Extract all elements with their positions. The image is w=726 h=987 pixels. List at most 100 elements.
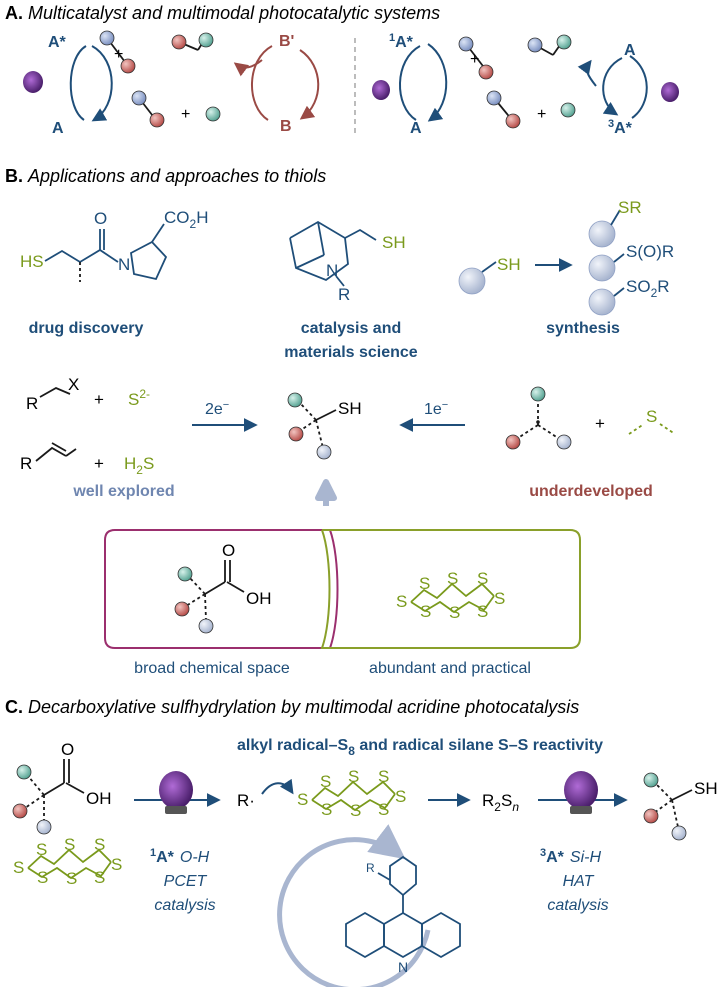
photocatalyst-lamp-icon xyxy=(564,771,598,809)
bond xyxy=(344,228,377,241)
stereo-bond xyxy=(204,593,207,621)
cycle-3-arc-right xyxy=(629,55,648,119)
red-sphere-icon xyxy=(12,803,28,819)
sor-label: S(O)R xyxy=(626,242,674,261)
label-a: A xyxy=(624,42,636,59)
underdeveloped-label: underdeveloped xyxy=(529,483,653,500)
acridine-ring-right xyxy=(421,911,461,959)
section-c-title: C. Decarboxylative sulfhydrylation by mu… xyxy=(5,697,579,717)
stereo-bond xyxy=(299,402,317,421)
gray-sphere-icon xyxy=(588,288,616,316)
s8-bonds xyxy=(27,861,112,880)
radical-dot xyxy=(536,420,540,424)
bond xyxy=(51,442,67,452)
cycle-arrow xyxy=(277,824,431,987)
plus-sign: + xyxy=(181,106,190,123)
s-label: S xyxy=(37,868,48,887)
red-sphere-icon xyxy=(505,113,521,129)
s8-bonds xyxy=(311,780,396,801)
s8-bonds xyxy=(410,582,495,603)
oh-label: OH xyxy=(86,789,112,808)
s-label: S xyxy=(297,790,308,809)
blue-sphere-icon xyxy=(131,90,147,106)
abundant-label: abundant and practical xyxy=(369,660,531,677)
gray-sphere-icon xyxy=(671,825,687,841)
sh-label: SH xyxy=(382,233,406,252)
thiol-routes: R X + S2- R + H2S 2e− SH 1e− xyxy=(20,375,676,506)
feedstock-boxes: O OH S S S S S S S S broad chemical spac… xyxy=(104,529,581,677)
cycle-arc-left xyxy=(69,45,87,121)
cycle-3-arc-left xyxy=(602,57,623,116)
o-label: O xyxy=(61,740,74,759)
s8-ring: S S S S S S S S xyxy=(396,569,505,622)
bond xyxy=(335,275,345,287)
bond xyxy=(151,223,165,243)
cycle-3-branch xyxy=(577,59,597,87)
s-label: S xyxy=(320,772,331,791)
well-explored-label: well explored xyxy=(72,483,174,500)
teal-sphere-icon xyxy=(287,392,303,408)
alkyl-radical-label: R· xyxy=(237,791,255,810)
s8-bonds xyxy=(410,595,495,614)
s-label: S xyxy=(449,603,460,622)
stereo-bond xyxy=(185,593,206,607)
teal-sphere-icon xyxy=(198,32,214,48)
s-label: S xyxy=(378,767,389,786)
radical-addition-arrow xyxy=(261,778,294,795)
pcet-label: PCET xyxy=(164,873,208,890)
s-label: S xyxy=(447,569,458,588)
plus-sign: + xyxy=(114,46,123,63)
cycle-arc-right xyxy=(427,43,448,122)
bond xyxy=(610,209,621,226)
section-c: C. Decarboxylative sulfhydrylation by mu… xyxy=(5,697,718,987)
cycle-b-arc-right xyxy=(299,49,320,120)
s-label: S xyxy=(36,840,47,859)
cycle-b-arc-left xyxy=(251,45,273,121)
bond xyxy=(65,782,85,794)
label-b: B xyxy=(280,118,292,135)
plus-sign: + xyxy=(94,390,104,409)
teal-sphere-icon xyxy=(205,106,221,122)
synthesis-label: synthesis xyxy=(546,320,620,337)
acridine-ring-center xyxy=(383,911,423,959)
bond xyxy=(295,254,325,269)
s-label: S xyxy=(64,835,75,854)
bridge-bond xyxy=(317,221,325,256)
captopril-structure: HS O N CO2H drug discovery xyxy=(20,208,208,337)
red-sphere-icon xyxy=(478,64,494,80)
two-electron-label: 2e− xyxy=(205,399,229,418)
lamp-base xyxy=(570,806,592,814)
sh-label: SH xyxy=(694,779,718,798)
r-label: R xyxy=(366,861,375,875)
blue-sphere-icon xyxy=(527,37,543,53)
catalysis-label: catalysis xyxy=(547,897,608,914)
stereo-bond xyxy=(655,783,673,801)
red-sphere-icon xyxy=(171,34,187,50)
label-a: A xyxy=(52,120,64,137)
s-label: S xyxy=(94,835,105,854)
synthesis-scheme: SH SR S(O)R SO2R synthesis xyxy=(458,198,674,337)
bond xyxy=(613,287,625,297)
up-arrow-icon xyxy=(315,479,337,506)
photocatalyst-lamp-icon xyxy=(372,80,390,100)
label-1a-star: 1A* xyxy=(389,32,414,51)
co2h-label: CO2H xyxy=(164,208,208,231)
acridine-ring-left xyxy=(345,911,385,959)
left-catalyst-label: 1A*O-H xyxy=(150,847,210,866)
s-label: S xyxy=(94,868,105,887)
gray-sphere-icon xyxy=(588,254,616,282)
label-a: A xyxy=(410,120,422,137)
gray-sphere-icon xyxy=(458,267,486,295)
teal-sphere-icon xyxy=(643,772,659,788)
label-b-prime: B' xyxy=(279,33,294,50)
gray-sphere-icon xyxy=(36,819,52,835)
bond xyxy=(628,423,645,435)
s-label: S xyxy=(494,589,505,608)
red-sphere-icon xyxy=(288,426,304,442)
stereo-bond xyxy=(653,799,673,814)
h2s-label: H2S xyxy=(124,454,154,477)
red-sphere-icon xyxy=(149,112,165,128)
plus-sign: + xyxy=(595,414,605,433)
cycle-b-branch xyxy=(233,59,263,77)
